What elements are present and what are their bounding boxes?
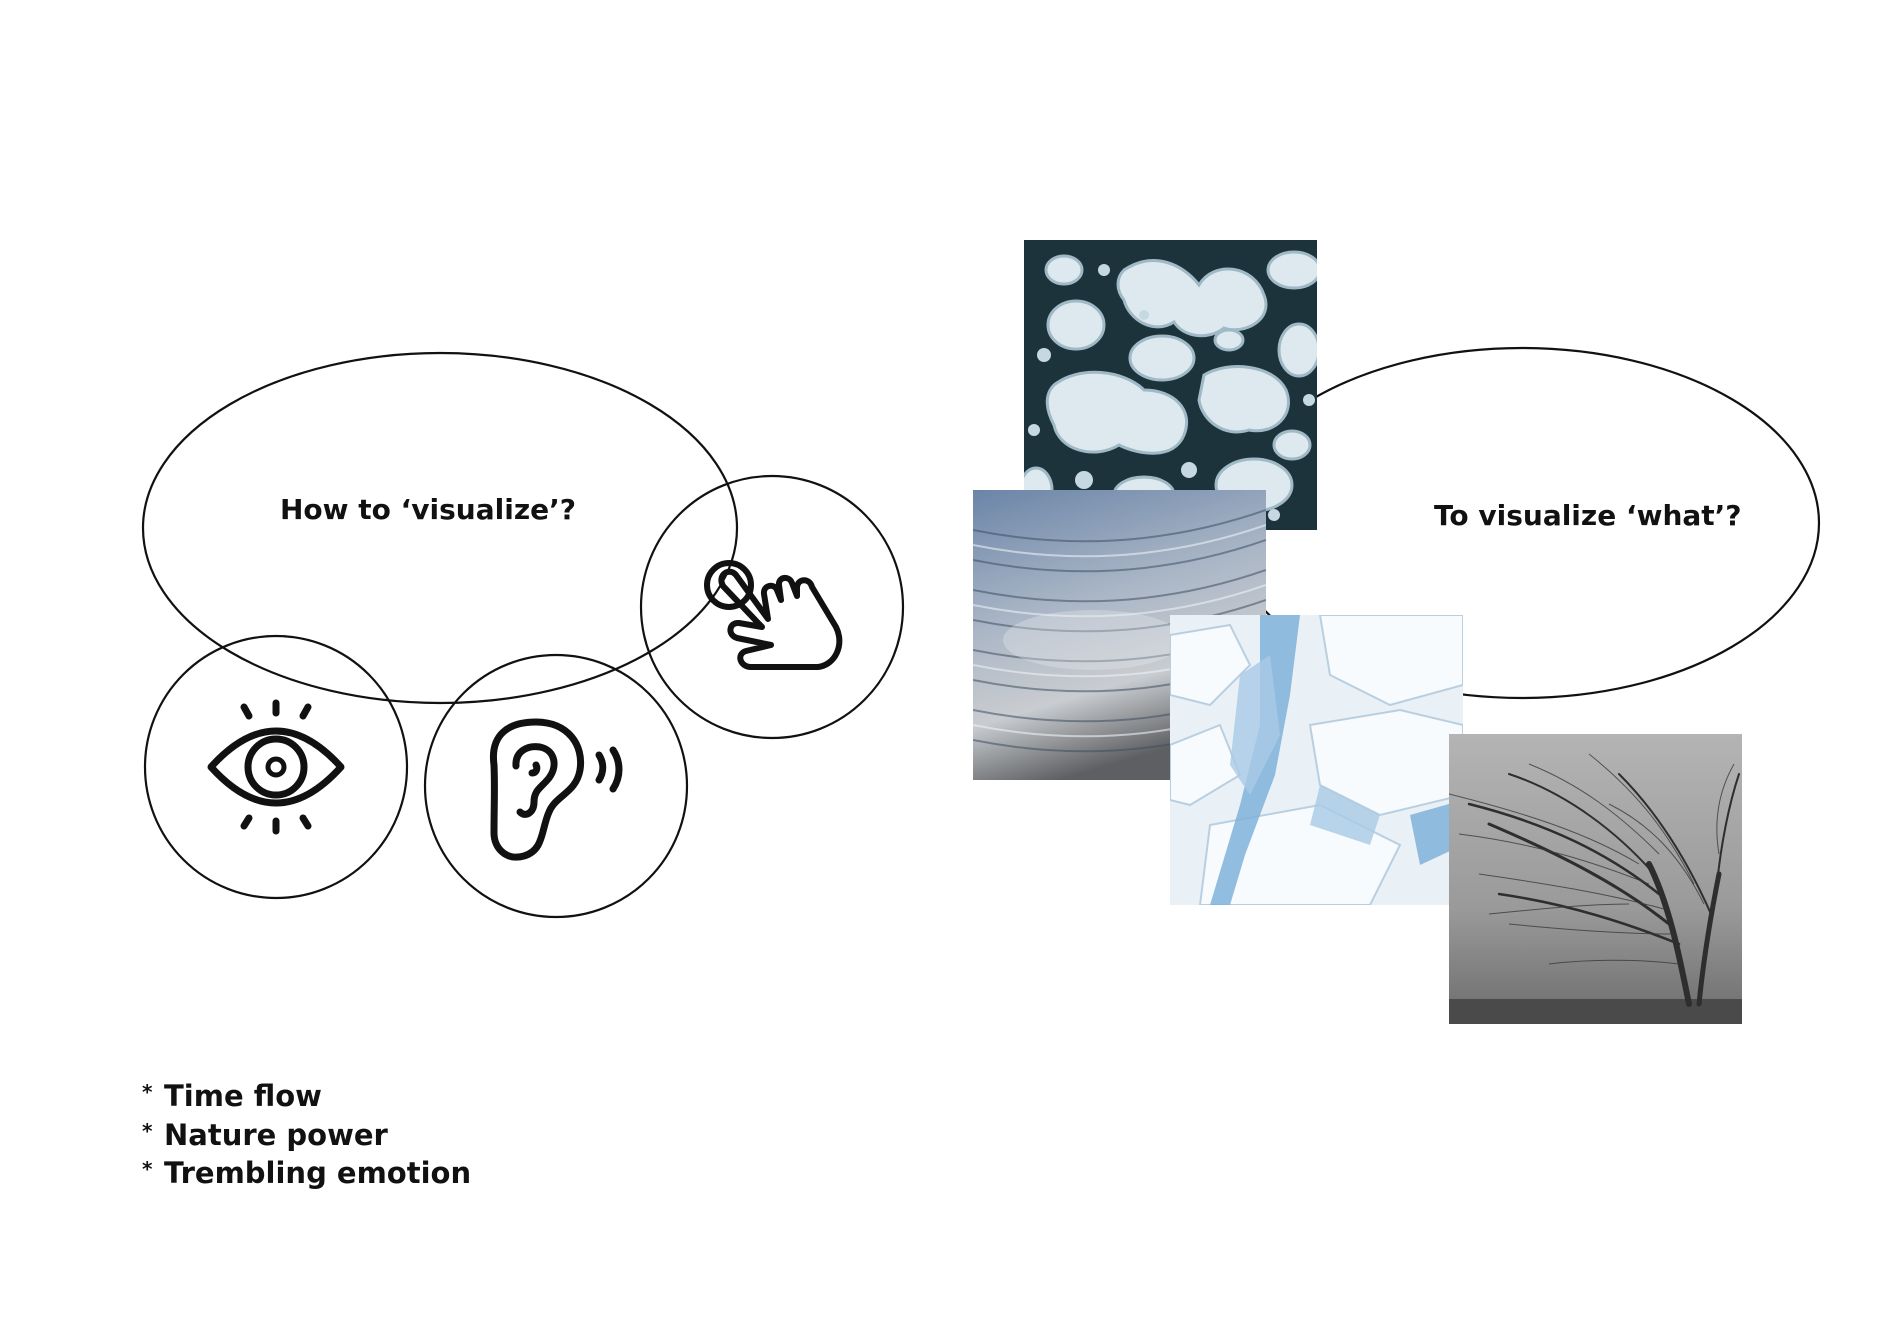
right-question-label: To visualize ‘what’? [1434,499,1742,532]
bullet-text: Nature power [164,1117,388,1152]
list-item: * Time flow [142,1077,471,1116]
wind-blown-tree-photo [1449,734,1742,1024]
bullet-text: Trembling emotion [164,1156,472,1190]
bullet-marker: * [142,1080,153,1104]
left-question-label: How to ‘visualize’? [280,493,576,526]
glacier-crevasse-photo [1170,615,1463,905]
ice-bubbles-photo [1024,240,1317,530]
theme-bullet-list: * Time flow * Nature power * Trembling emot… [142,1077,471,1193]
list-item: * Nature power [142,1116,471,1155]
sight-circle [143,634,409,900]
ear-icon [489,718,623,861]
touch-circle [639,474,905,740]
eye-icon [207,699,345,835]
hand-pointer-icon [704,560,843,670]
hearing-circle [423,653,689,919]
how-to-visualize-ellipse [141,351,739,705]
list-item: * Trembling emotion [142,1154,471,1193]
bullet-marker: * [142,1157,153,1181]
bullet-text: Time flow [164,1079,322,1113]
bullet-marker: * [142,1118,153,1143]
